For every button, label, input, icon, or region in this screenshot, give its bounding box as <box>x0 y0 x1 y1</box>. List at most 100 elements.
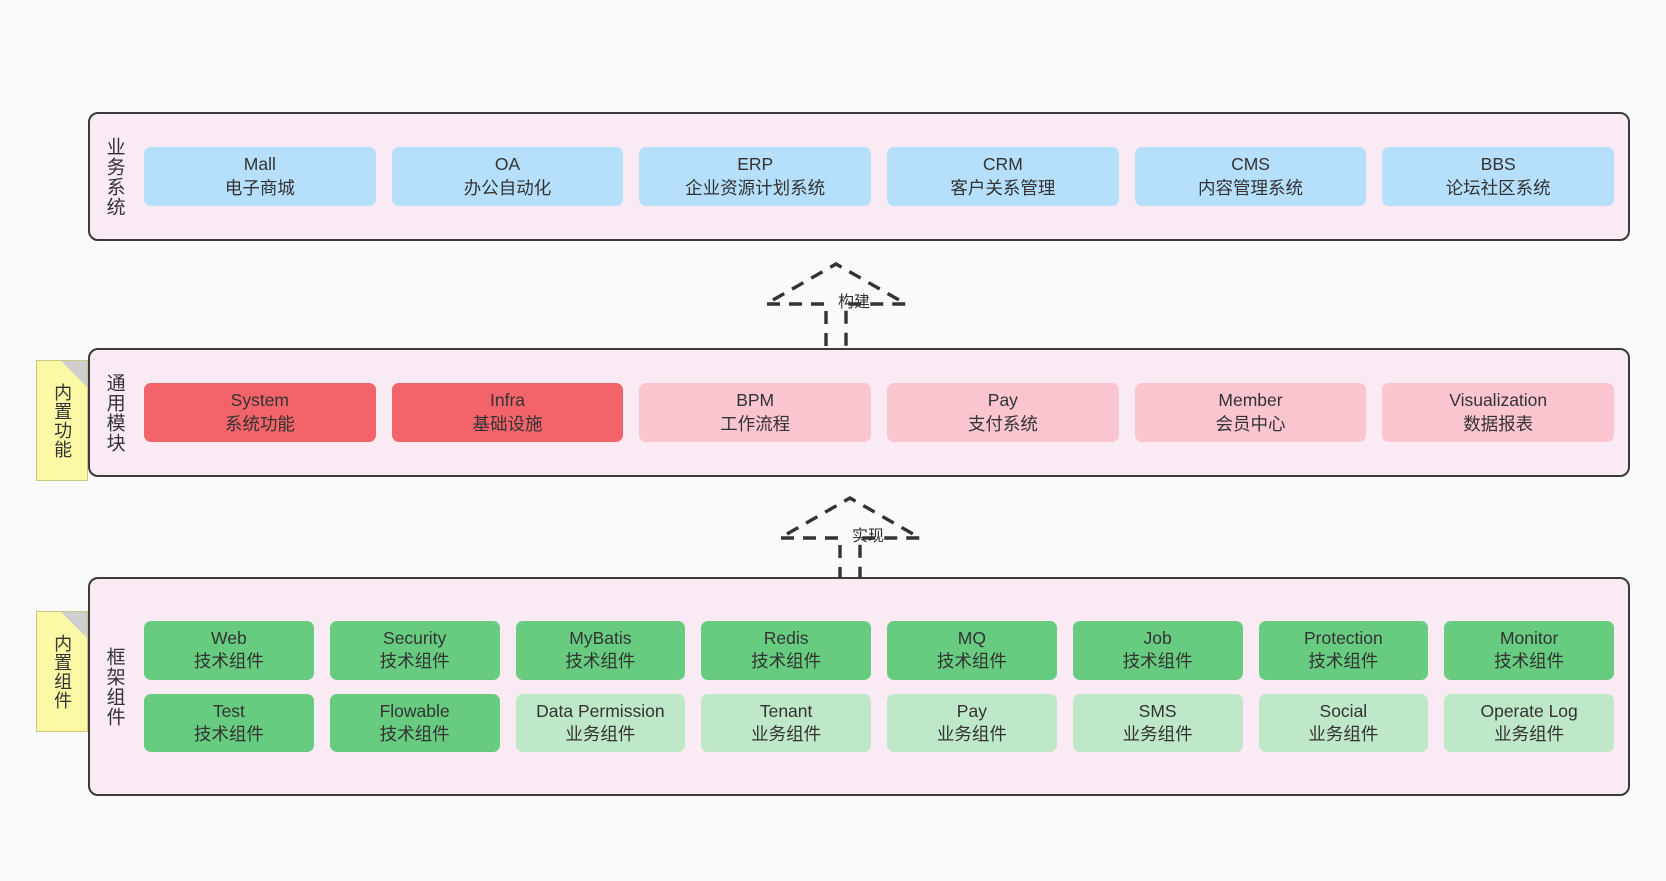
card-title: MyBatis <box>569 628 632 649</box>
layer-body-framework-components: Web 技术组件 Security 技术组件 MyBatis 技术组件 Redi… <box>138 579 1628 794</box>
card-pay-business[interactable]: Pay 业务组件 <box>887 693 1057 752</box>
card-subtitle: 数据报表 <box>1463 413 1534 434</box>
card-subtitle: 业务组件 <box>565 723 636 744</box>
card-title: Job <box>1143 628 1172 649</box>
card-title: MQ <box>957 628 986 649</box>
card-subtitle: 系统功能 <box>224 413 295 434</box>
card-title: Flowable <box>379 700 450 721</box>
card-protection[interactable]: Protection 技术组件 <box>1258 621 1429 680</box>
card-title: Monitor <box>1499 628 1559 649</box>
card-title: Data Permission <box>536 700 665 721</box>
card-subtitle: 业务组件 <box>1308 723 1379 744</box>
card-subtitle: 技术组件 <box>1308 651 1379 672</box>
card-subtitle: 客户关系管理 <box>950 177 1056 198</box>
layer-title-business-systems: 业务系统 <box>103 136 125 217</box>
card-member[interactable]: Member 会员中心 <box>1134 383 1367 442</box>
card-flowable[interactable]: Flowable 技术组件 <box>329 693 500 752</box>
card-subtitle: 论坛社区系统 <box>1445 177 1551 198</box>
card-oa[interactable]: OA 办公自动化 <box>391 147 624 206</box>
card-erp[interactable]: ERP 企业资源计划系统 <box>639 147 872 206</box>
card-row: Web 技术组件 Security 技术组件 MyBatis 技术组件 Redi… <box>144 621 1614 680</box>
card-subtitle: 技术组件 <box>1494 651 1565 672</box>
card-crm[interactable]: CRM 客户关系管理 <box>887 147 1119 206</box>
card-title: Protection <box>1303 628 1383 649</box>
card-subtitle: 技术组件 <box>751 651 822 672</box>
card-title: Redis <box>763 628 809 649</box>
card-subtitle: 办公自动化 <box>463 177 552 198</box>
card-security[interactable]: Security 技术组件 <box>329 621 500 680</box>
card-test[interactable]: Test 技术组件 <box>144 693 314 752</box>
card-mall[interactable]: Mall 电子商城 <box>144 147 376 206</box>
card-title: Visualization <box>1449 390 1548 411</box>
card-pay[interactable]: Pay 支付系统 <box>887 383 1119 442</box>
card-infra[interactable]: Infra 基础设施 <box>391 383 624 442</box>
card-tenant[interactable]: Tenant 业务组件 <box>701 693 871 752</box>
card-sms[interactable]: SMS 业务组件 <box>1072 693 1243 752</box>
layer-common-modules: 通用模块 System 系统功能 Infra 基础设施 BPM 工作流程 Pay… <box>88 348 1630 477</box>
card-row: System 系统功能 Infra 基础设施 BPM 工作流程 Pay 支付系统… <box>144 383 1615 442</box>
card-subtitle: 基础设施 <box>472 413 543 434</box>
card-title: BPM <box>736 390 775 411</box>
card-mq[interactable]: MQ 技术组件 <box>887 621 1057 680</box>
card-title: Infra <box>489 390 526 411</box>
note-fold-corner-icon <box>61 361 87 387</box>
card-subtitle: 技术组件 <box>565 651 636 672</box>
layer-body-common-modules: System 系统功能 Infra 基础设施 BPM 工作流程 Pay 支付系统… <box>138 350 1628 475</box>
card-subtitle: 技术组件 <box>936 651 1007 672</box>
card-data-permission[interactable]: Data Permission 业务组件 <box>515 693 686 752</box>
card-subtitle: 技术组件 <box>193 651 264 672</box>
layer-framework-components: 框架组件 Web 技术组件 Security 技术组件 MyBatis 技术组件… <box>88 577 1630 796</box>
card-subtitle: 技术组件 <box>1122 651 1193 672</box>
layer-body-business-systems: Mall 电子商城 OA 办公自动化 ERP 企业资源计划系统 CRM 客户关系… <box>138 114 1628 239</box>
card-title: Test <box>212 700 245 721</box>
card-title: SMS <box>1138 700 1177 721</box>
dashed-generalization-arrow-icon <box>759 262 913 346</box>
card-title: CRM <box>982 154 1023 175</box>
card-job[interactable]: Job 技术组件 <box>1072 621 1243 680</box>
connector-build-label: 构建 <box>838 294 871 311</box>
card-title: System <box>230 390 290 411</box>
card-title: Mall <box>243 154 276 175</box>
card-subtitle: 业务组件 <box>936 723 1007 744</box>
card-row: Mall 电子商城 OA 办公自动化 ERP 企业资源计划系统 CRM 客户关系… <box>144 147 1615 206</box>
connector-implement-label: 实现 <box>852 528 885 545</box>
card-title: ERP <box>737 154 774 175</box>
card-operate-log[interactable]: Operate Log 业务组件 <box>1444 693 1614 752</box>
card-social[interactable]: Social 业务组件 <box>1258 693 1429 752</box>
connector-implement: 实现 <box>760 492 940 582</box>
connector-build: 构建 <box>746 258 926 348</box>
note-text: 内置功能 <box>52 382 73 459</box>
card-title: Operate Log <box>1480 700 1578 721</box>
card-title: OA <box>494 154 521 175</box>
card-web[interactable]: Web 技术组件 <box>144 621 314 680</box>
card-bpm[interactable]: BPM 工作流程 <box>639 383 872 442</box>
card-title: Member <box>1218 390 1283 411</box>
card-cms[interactable]: CMS 内容管理系统 <box>1134 147 1367 206</box>
layer-title-common-modules: 通用模块 <box>103 372 125 453</box>
card-redis[interactable]: Redis 技术组件 <box>701 621 871 680</box>
card-monitor[interactable]: Monitor 技术组件 <box>1444 621 1614 680</box>
card-subtitle: 企业资源计划系统 <box>685 177 826 198</box>
card-subtitle: 支付系统 <box>967 413 1038 434</box>
card-title: Web <box>211 628 247 649</box>
card-title: Pay <box>956 700 987 721</box>
card-subtitle: 工作流程 <box>720 413 791 434</box>
card-mybatis[interactable]: MyBatis 技术组件 <box>515 621 686 680</box>
layer-title-framework-components: 框架组件 <box>103 646 125 727</box>
card-subtitle: 技术组件 <box>193 723 264 744</box>
layer-business-systems: 业务系统 Mall 电子商城 OA 办公自动化 ERP 企业资源计划系统 CRM… <box>88 112 1630 241</box>
card-title: BBS <box>1480 154 1516 175</box>
card-bbs[interactable]: BBS 论坛社区系统 <box>1382 147 1615 206</box>
card-row: Test 技术组件 Flowable 技术组件 Data Permission … <box>144 693 1614 752</box>
note-fold-corner-icon <box>61 612 87 638</box>
dashed-generalization-arrow-icon <box>773 496 927 580</box>
card-subtitle: 业务组件 <box>1494 723 1565 744</box>
card-system[interactable]: System 系统功能 <box>144 383 376 442</box>
card-visualization[interactable]: Visualization 数据报表 <box>1382 383 1615 442</box>
card-title: Social <box>1319 700 1368 721</box>
card-title: Security <box>383 628 447 649</box>
card-subtitle: 会员中心 <box>1215 413 1286 434</box>
card-subtitle: 业务组件 <box>1122 723 1193 744</box>
card-subtitle: 业务组件 <box>751 723 822 744</box>
